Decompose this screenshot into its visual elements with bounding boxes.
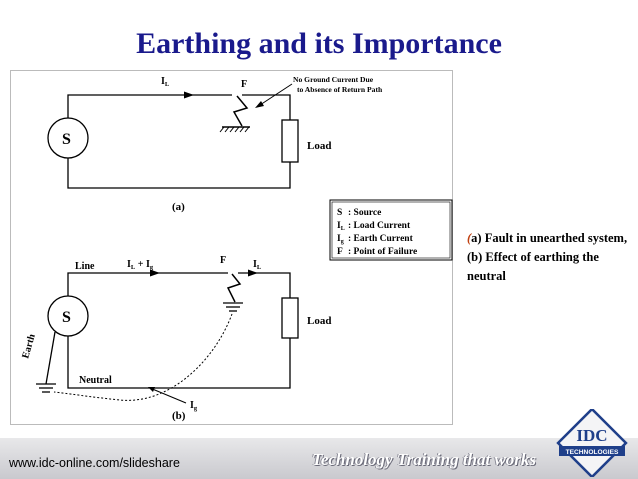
legend-row-earth-current: Ig: Earth Current	[337, 234, 414, 245]
load-symbol-a	[281, 119, 299, 163]
load-current-label-b: IL	[253, 259, 262, 271]
diagram-b: S Load F Line IL + Ig IL Earth Neutral I…	[20, 255, 331, 422]
legend-row-source: S: Source	[337, 208, 381, 218]
note-line-2: to Absence of Return Path	[297, 85, 383, 94]
source-label-b: S	[62, 309, 71, 326]
caption-paren: (	[467, 231, 472, 245]
fault-label-a: F	[241, 79, 247, 90]
footer-url[interactable]: www.idc-online.com/slideshare	[9, 456, 180, 470]
footer-tagline: Technology Training that works	[312, 450, 537, 469]
load-label-b: Load	[307, 315, 331, 327]
current-arrow-a	[184, 91, 194, 99]
source-symbol-a	[47, 117, 89, 159]
legend-row-load-current: IL: Load Current	[337, 221, 411, 232]
legend-box: S: Source IL: Load Current Ig: Earth Cur…	[329, 199, 453, 261]
panel-label-a: (a)	[172, 201, 185, 213]
figure-caption: (a) Fault in unearthed system, (b) Effec…	[467, 229, 637, 286]
logo-sub-text: TECHNOLOGIES	[566, 449, 619, 456]
line-current-label: IL + Ig	[127, 259, 154, 271]
line-label: Line	[75, 261, 95, 272]
neutral-label: Neutral	[79, 375, 112, 386]
idc-logo: IDC TECHNOLOGIES	[556, 409, 628, 477]
legend-row-failure: F: Point of Failure	[337, 247, 417, 257]
load-label-a: Load	[307, 140, 331, 152]
caption-text: a) Fault in unearthed system, (b) Effect…	[467, 231, 628, 283]
slide-title: Earthing and its Importance	[136, 27, 502, 60]
current-label-a: IL	[161, 76, 170, 88]
source-symbol-b	[47, 295, 89, 337]
panel-label-b: (b)	[172, 410, 186, 422]
note-line-1: No Ground Current Due	[293, 75, 374, 84]
fault-label-b: F	[220, 255, 226, 266]
earthing-diagram: S Load F IL No Ground Current Due to Abs…	[10, 70, 453, 425]
footer-bar: www.idc-online.com/slideshare Technology…	[0, 438, 638, 479]
logo-main-text: IDC	[576, 426, 607, 445]
earth-current-label: Ig	[190, 400, 198, 412]
fault-symbol-b	[226, 273, 242, 303]
fault-symbol-a	[232, 95, 249, 127]
source-label-a: S	[62, 131, 71, 148]
load-symbol-b	[281, 297, 299, 339]
diagram-a: S Load F IL No Ground Current Due to Abs…	[47, 75, 383, 213]
